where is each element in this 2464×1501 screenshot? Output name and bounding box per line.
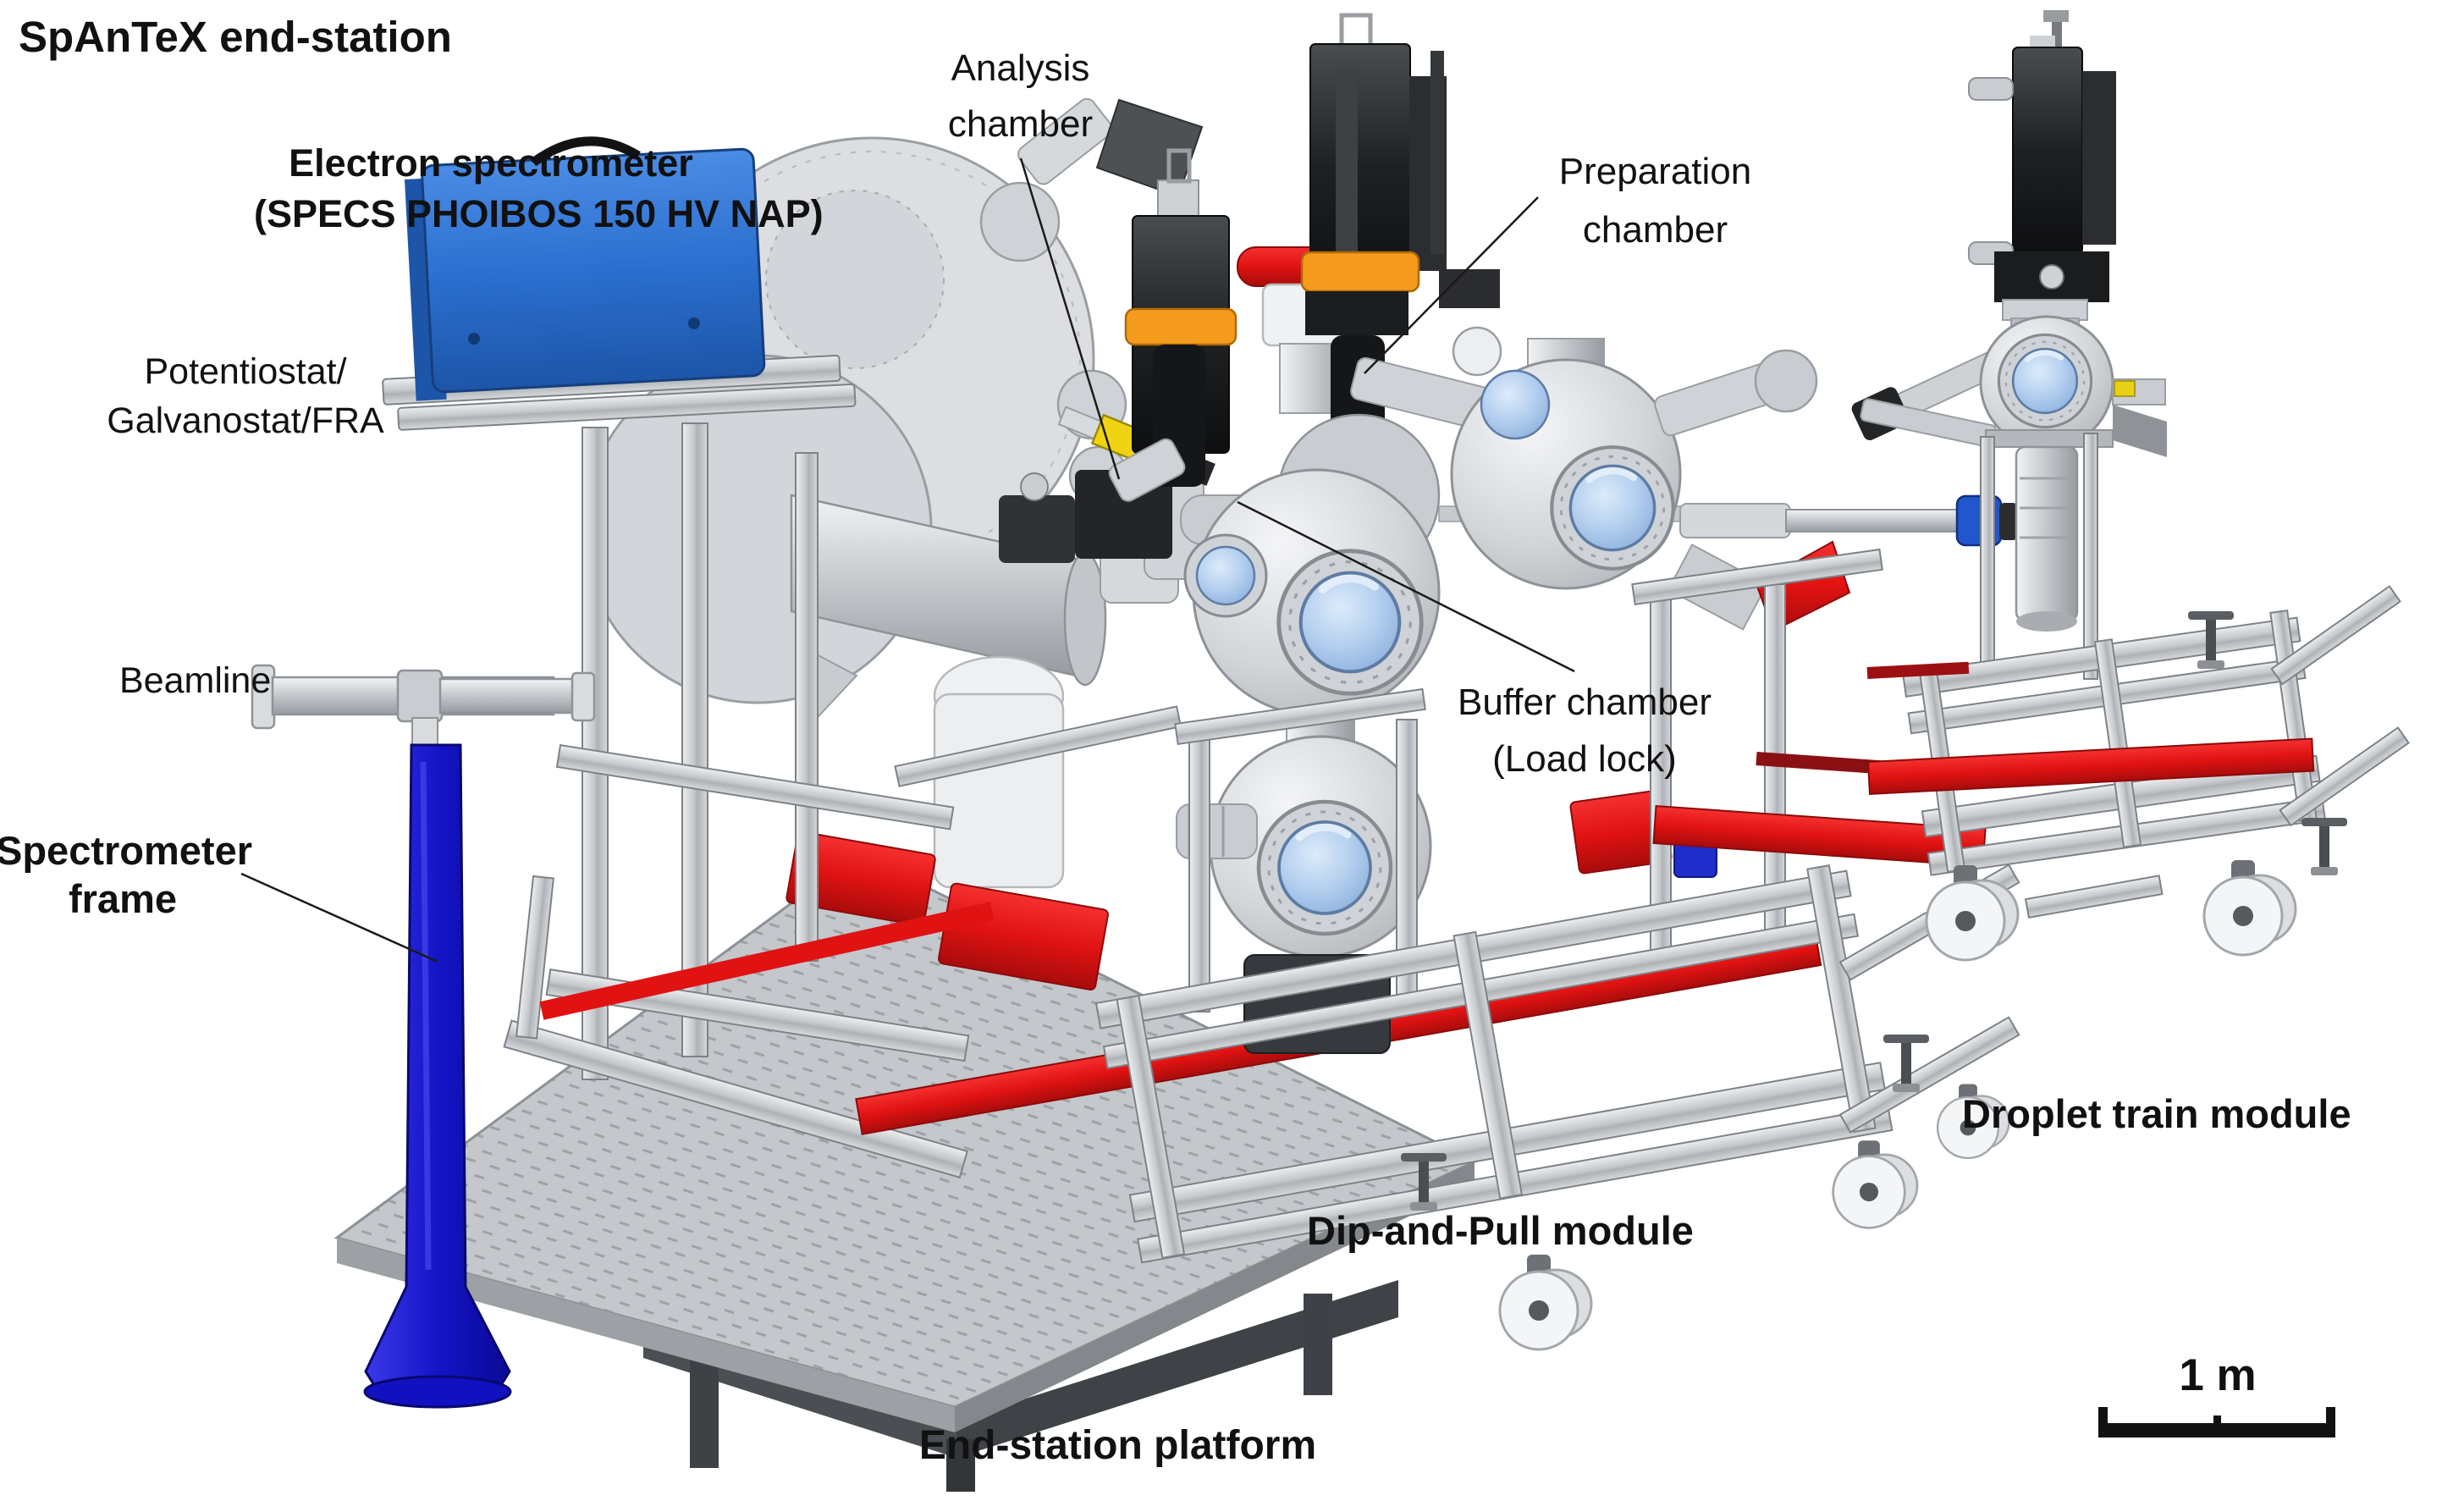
manipulator-tower-analysis — [1124, 148, 1238, 487]
preparation-chamber — [1350, 326, 1851, 632]
droplet-chamber — [1851, 315, 2167, 457]
preparation-chamber-label: Preparation chamber — [1558, 151, 1752, 251]
red-beam — [1866, 737, 2315, 796]
droplet-train-module-label: Droplet train module — [1962, 1091, 2351, 1136]
transfer-arm — [1679, 494, 2018, 547]
analysis-chamber-leader-line — [1019, 157, 1121, 480]
buffer-chamber-label: Buffer chamber (Load lock) — [1457, 682, 1712, 780]
orange-collar — [1124, 307, 1238, 346]
scale-bar-label: 1 m — [2179, 1350, 2257, 1400]
box-handle — [530, 136, 641, 167]
figure-title: SpAnTeX end-station — [19, 13, 452, 61]
spectrometer-frame-label: Spectrometer frame — [0, 828, 252, 921]
red-rail-thin — [539, 902, 995, 1020]
droplet-manipulator — [1968, 36, 2116, 302]
electron-spectrometer-label: Electron spectrometer (SPECS PHOIBOS 150… — [254, 141, 824, 235]
scale-bar — [2098, 1407, 2335, 1438]
orange-collar — [1300, 251, 1420, 293]
buffer-chamber-leader-line — [1237, 500, 1575, 673]
dip-and-pull-module — [999, 13, 2164, 1351]
preparation-chamber-leader-line — [1364, 196, 1539, 374]
beamline — [251, 664, 596, 1409]
analysis-chamber-label: Analysis chamber — [947, 47, 1094, 145]
potentiostat-label: Potentiostat/ Galvanostat/FRA — [107, 351, 384, 441]
dip-and-pull-module-label: Dip-and-Pull module — [1307, 1208, 1694, 1253]
potentiostat-box — [382, 136, 857, 431]
droplet-train-tube — [2015, 445, 2079, 622]
spectrometer-vessel — [933, 693, 1065, 889]
beamline-label: Beamline — [119, 660, 272, 701]
spectrometer-frame-leader-line — [240, 872, 438, 963]
end-station-platform-label: End-station platform — [918, 1423, 1317, 1468]
droplet-train-module — [1851, 10, 2410, 962]
dip-and-pull-cart — [1094, 864, 1893, 1264]
